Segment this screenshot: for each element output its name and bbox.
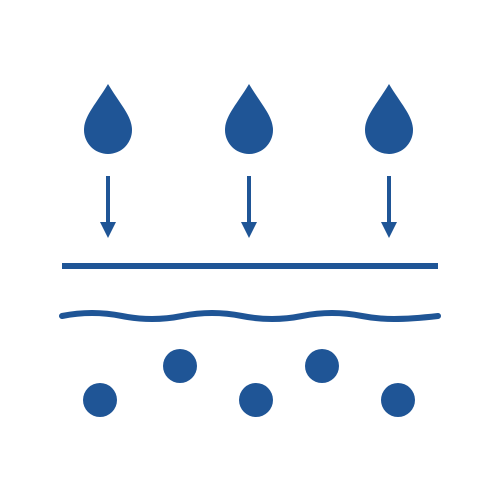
particle-dot bbox=[305, 349, 339, 383]
water-drop-icon bbox=[225, 84, 273, 154]
water-drops bbox=[84, 84, 413, 154]
down-arrow-icon bbox=[241, 176, 257, 238]
particle-dot bbox=[163, 349, 197, 383]
particle-dot bbox=[381, 383, 415, 417]
particle-dot bbox=[239, 383, 273, 417]
water-drop-icon bbox=[84, 84, 132, 154]
particles bbox=[83, 349, 415, 417]
particle-dot bbox=[83, 383, 117, 417]
down-arrows bbox=[100, 176, 397, 238]
wavy-line bbox=[59, 310, 441, 322]
water-drop-icon bbox=[365, 84, 413, 154]
down-arrow-icon bbox=[381, 176, 397, 238]
down-arrow-icon bbox=[100, 176, 116, 238]
